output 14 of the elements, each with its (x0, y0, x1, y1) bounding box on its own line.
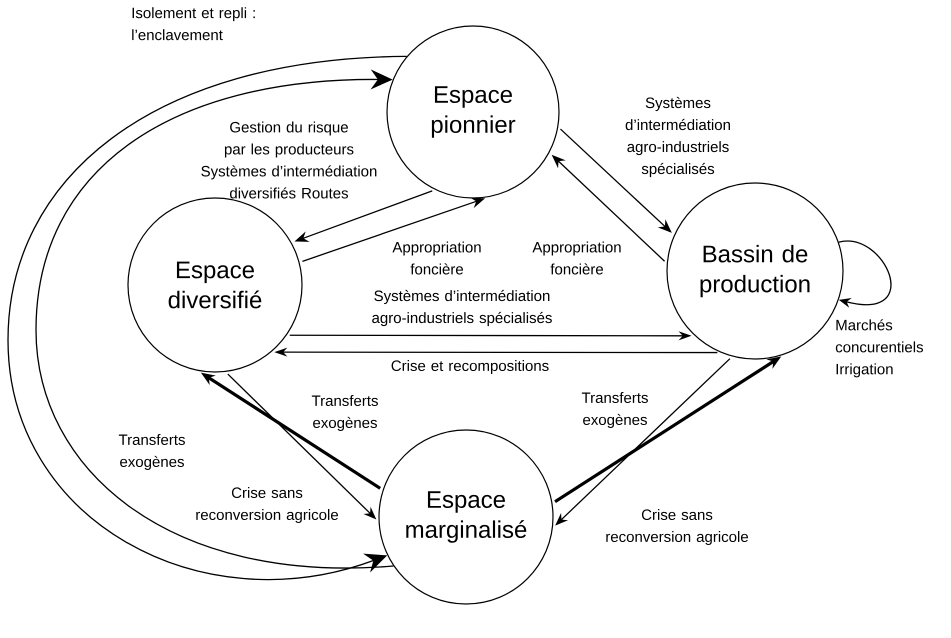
edge-label: Systèmes d’intermédiation agro-industriels spécialisés (626, 96, 730, 178)
edge-label: Appropriation foncière (532, 242, 621, 274)
edge-label: Transferts exogènes (118, 434, 185, 470)
edge-label: Isolement et repli : l’enclavement (132, 7, 255, 40)
edge-label: Marchés concurentiels Irrigation (836, 319, 924, 378)
arrow (838, 240, 892, 308)
edge-label: Transferts exogènes (582, 392, 648, 428)
edge-label: Gestion du risque par les producteurs Systèmes d’intermédiation diversifiés Routes (201, 122, 376, 198)
edge-label: Systèmes d’intermédiation agro-industriels spécialisés (372, 290, 552, 326)
edge-label: Crise sans reconversion agricole (196, 487, 338, 523)
edge-label: Crise et recompositions (392, 360, 549, 374)
edge-label: Transferts exogènes (312, 395, 378, 431)
edge-label: Appropriation foncière (392, 242, 481, 274)
edge-label: Crise sans reconversion agricole (606, 509, 748, 545)
